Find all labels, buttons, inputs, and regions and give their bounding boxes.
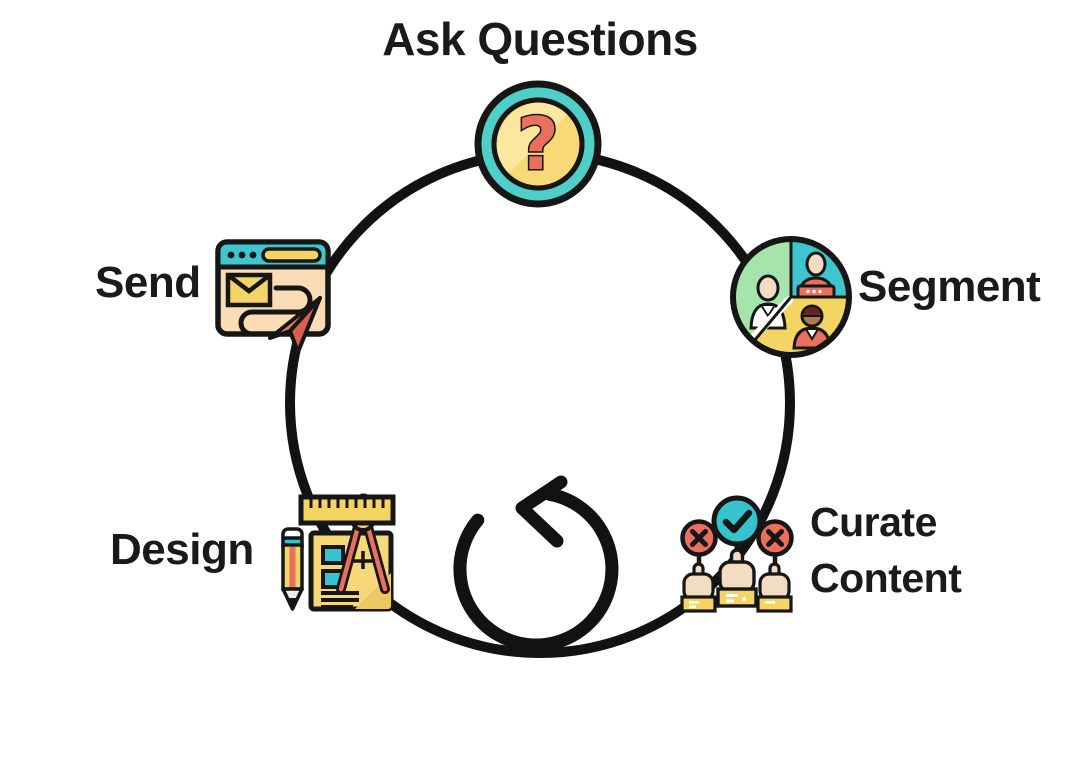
person-yellow-segment <box>792 304 832 350</box>
question-glyph: ? <box>517 102 559 186</box>
person-teal-segment <box>796 251 836 299</box>
voting-hands-icon <box>676 488 798 613</box>
envelope <box>225 272 273 308</box>
audience-segments-icon <box>728 234 854 360</box>
design-tools-icon <box>275 491 397 613</box>
approve-sign-middle <box>711 495 763 608</box>
stage-label-design: Design <box>110 525 254 574</box>
stage-label-segment: Segment <box>858 262 1041 311</box>
send-message-icon <box>214 238 334 356</box>
paper-plane-icon <box>268 296 322 354</box>
stage-label-ask-questions: Ask Questions <box>382 13 698 65</box>
send-route-path <box>238 285 313 337</box>
stage-label-send: Send <box>95 258 201 307</box>
reject-sign-right <box>756 519 794 613</box>
stage-label-curate-content: Curate Content <box>810 499 962 601</box>
question-mark-icon: ? <box>473 79 603 209</box>
pencil <box>281 527 304 611</box>
reject-sign-left <box>680 519 718 613</box>
cycle-arrow-icon <box>453 475 619 652</box>
ruler <box>298 494 396 526</box>
